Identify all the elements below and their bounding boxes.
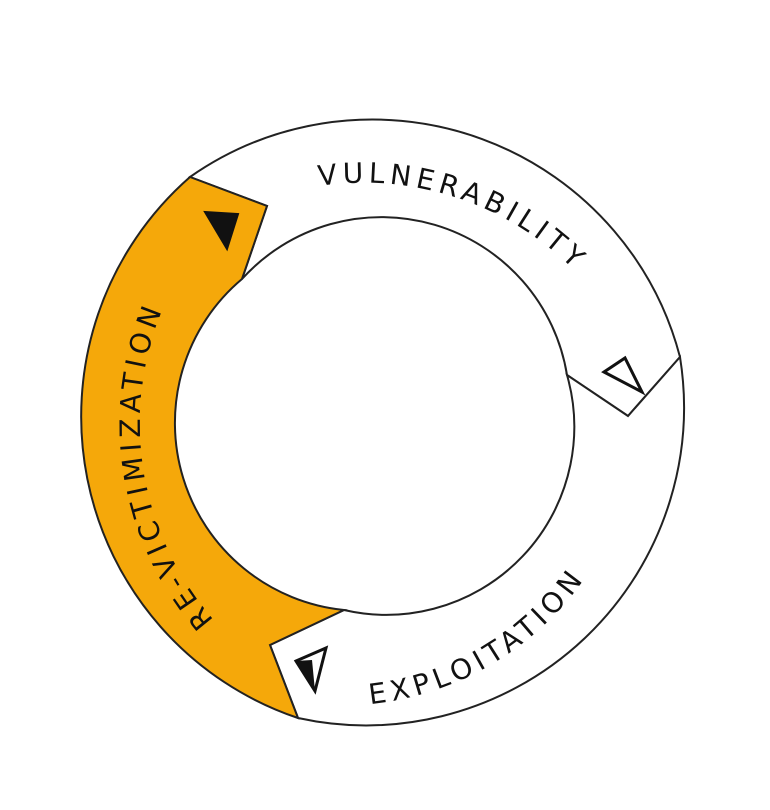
segment-exploitation (268, 354, 685, 727)
filled-triangle-icon (203, 210, 240, 252)
segment-revictimization (80, 175, 348, 720)
outline-triangle-icon (601, 355, 646, 396)
half-filled-triangle-icon (293, 645, 329, 695)
